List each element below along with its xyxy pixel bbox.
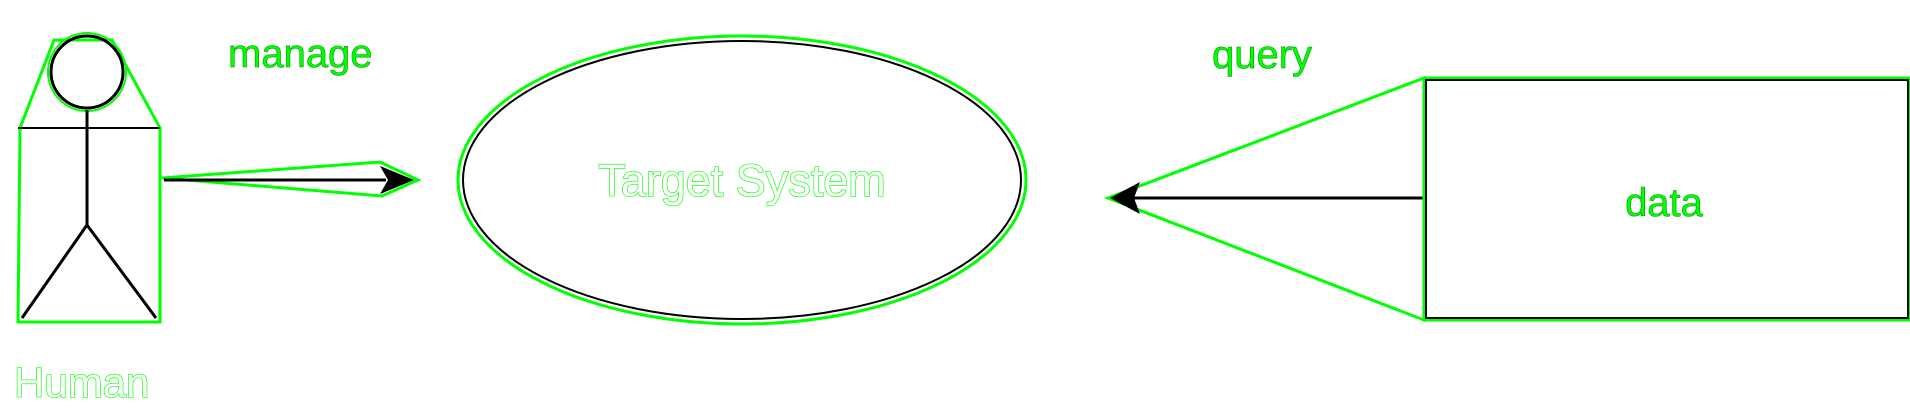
usecase-target-system[interactable]: Target System	[456, 34, 1028, 326]
usecase-label: Target System	[598, 155, 886, 206]
actor-human[interactable]: Human	[13, 32, 162, 407]
edge-manage-arrowhead-icon	[380, 166, 414, 194]
edge-query-label: query	[1212, 33, 1312, 77]
actor-label: Human	[14, 359, 149, 406]
edge-query-arrowhead-icon	[1110, 182, 1140, 214]
edge-manage-outline	[161, 160, 422, 198]
edge-manage-label: manage	[228, 32, 373, 76]
edge-query[interactable]: query	[1103, 33, 1426, 323]
actor-leg-right	[85, 224, 158, 319]
usecase-ellipse	[462, 40, 1022, 320]
actor-head-icon	[49, 34, 125, 110]
actor-head-outline	[47, 32, 127, 112]
usecase-outline	[456, 34, 1028, 326]
entity-box	[1425, 79, 1909, 319]
actor-outline	[16, 38, 162, 324]
entity-outline	[1422, 76, 1910, 322]
entity-label: data	[1625, 181, 1704, 225]
entity-data[interactable]: data	[1422, 76, 1910, 322]
edge-manage[interactable]: manage	[161, 32, 422, 198]
actor-leg-left	[20, 224, 89, 319]
